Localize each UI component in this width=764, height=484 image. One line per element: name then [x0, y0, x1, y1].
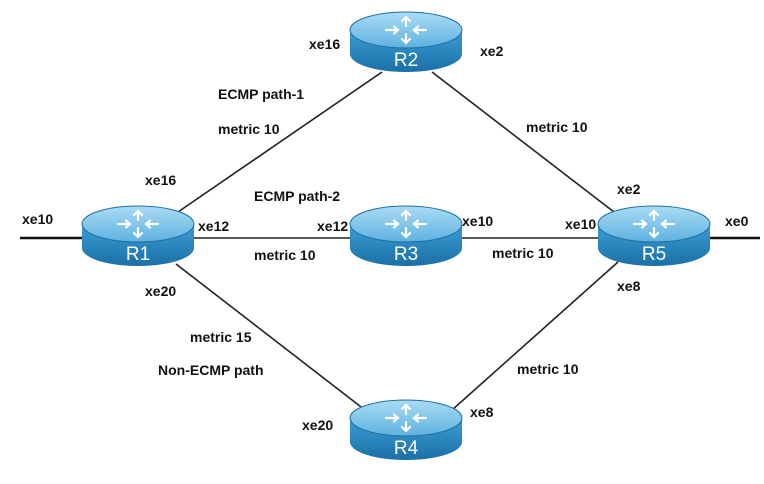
interface-label-r1-r4: xe20 [145, 283, 176, 299]
router-r3[interactable]: R3 [348, 204, 464, 268]
interface-label-r2-r1: xe16 [309, 36, 340, 52]
router-r2[interactable]: R2 [348, 10, 464, 74]
router-label: R1 [126, 244, 150, 265]
router-label: R5 [642, 244, 666, 265]
router-label: R4 [394, 438, 419, 459]
router-r4[interactable]: R4 [348, 398, 464, 462]
interface-label-r5-right: xe0 [725, 213, 749, 229]
metric-label-r1-r3: metric 10 [254, 247, 316, 263]
router-label: R2 [394, 50, 418, 71]
interface-label-r3-r1: xe12 [317, 218, 348, 234]
link-r1-r2 [177, 71, 383, 213]
router-label: R3 [394, 244, 418, 265]
interface-label-r1-r3: xe12 [198, 218, 229, 234]
interface-label-r3-r5: xe10 [462, 213, 493, 229]
metric-label-r1-r4: metric 15 [190, 329, 252, 345]
interface-label-r1-left: xe10 [22, 211, 53, 227]
interface-label-r1-r2: xe16 [145, 172, 176, 188]
path-label-ecmp-1: ECMP path-1 [218, 86, 304, 102]
metric-label-r3-r5: metric 10 [492, 245, 554, 261]
router-r5[interactable]: R5 [596, 204, 712, 268]
interface-label-r5-r3: xe10 [565, 216, 596, 232]
link-r2-r5 [431, 71, 615, 213]
link-r4-r5 [451, 261, 619, 411]
metric-label-r1-r2: metric 10 [218, 121, 280, 137]
metric-label-r4-r5: metric 10 [517, 361, 579, 377]
metric-label-r2-r5: metric 10 [526, 119, 588, 135]
interface-label-r2-r5: xe2 [480, 43, 504, 59]
interface-labels: xe10 xe16 xe12 xe20 xe16 xe2 xe12 xe10 x… [22, 36, 749, 433]
link-labels: ECMP path-1 metric 10 ECMP path-2 metric… [158, 86, 588, 378]
interface-label-r4-r1: xe20 [302, 417, 333, 433]
path-label-non-ecmp: Non-ECMP path [158, 362, 264, 378]
router-r1[interactable]: R1 [80, 204, 196, 268]
interface-label-r4-r5: xe8 [470, 404, 494, 420]
interface-label-r5-r2: xe2 [617, 181, 641, 197]
path-label-ecmp-2: ECMP path-2 [254, 188, 340, 204]
interface-label-r5-r4: xe8 [617, 278, 641, 294]
link-r1-r4 [175, 263, 366, 411]
links [20, 71, 760, 411]
